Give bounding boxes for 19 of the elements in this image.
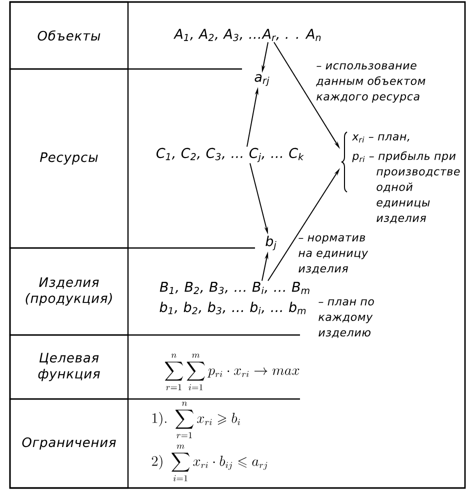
- symbol-list: C$_{1}$, C$_{2}$, C$_{3}$, … C$_{j}$, … C$_{k}$: [156, 148, 304, 162]
- row-header-cell: Объекты: [9, 1, 129, 70]
- definition-text: x$_{ri}$ – план,: [352, 134, 410, 142]
- symbol-list: B$_{1}$, B$_{2}$, B$_{3}$, … B$_{i}$, … B$_{m}$: [160, 282, 310, 294]
- row-header-cell: Ресурсы: [9, 68, 129, 249]
- symbol: b$_{j}$: [266, 236, 276, 250]
- row-header-cell: Ограничения: [9, 398, 129, 489]
- definition-text: p$_{ri}$ – прибыль при производстве одной единицы изделия: [352, 151, 460, 224]
- formula: $1).\ \sum_{r=1}^{n} x_{ri}\geqslant b_{i}$: [152, 402, 240, 438]
- annotation-text: – использование данным объектом каждого ресурса: [316, 63, 426, 103]
- row-header-cell: Изделия (продукция): [9, 247, 129, 336]
- annotation-text: – план по каждому изделию: [318, 299, 374, 338]
- formula: $\sum_{r=1}^{n}\sum_{i=1}^{m} p_{ri}\cdot x_{ri}\rightarrow max$: [164, 354, 300, 390]
- symbol: a$_{rj}$: [254, 74, 270, 86]
- symbol-list: b$_{1}$, b$_{2}$, b$_{3}$, … b$_{i}$, … b$_{m}$: [160, 302, 306, 314]
- annotation-text: – норматив на единицу изделия: [298, 235, 368, 274]
- row-header-cell: Целевая функция: [9, 334, 129, 400]
- symbol-list: A$_{1}$, A$_{2}$, A$_{3}$, …A$_{r}$, . . A$_{n}$: [174, 28, 321, 42]
- formula: $2)\ \sum_{i=1}^{m} x_{ri}\cdot b_{ij}\leqslant a_{rj}$: [152, 444, 268, 482]
